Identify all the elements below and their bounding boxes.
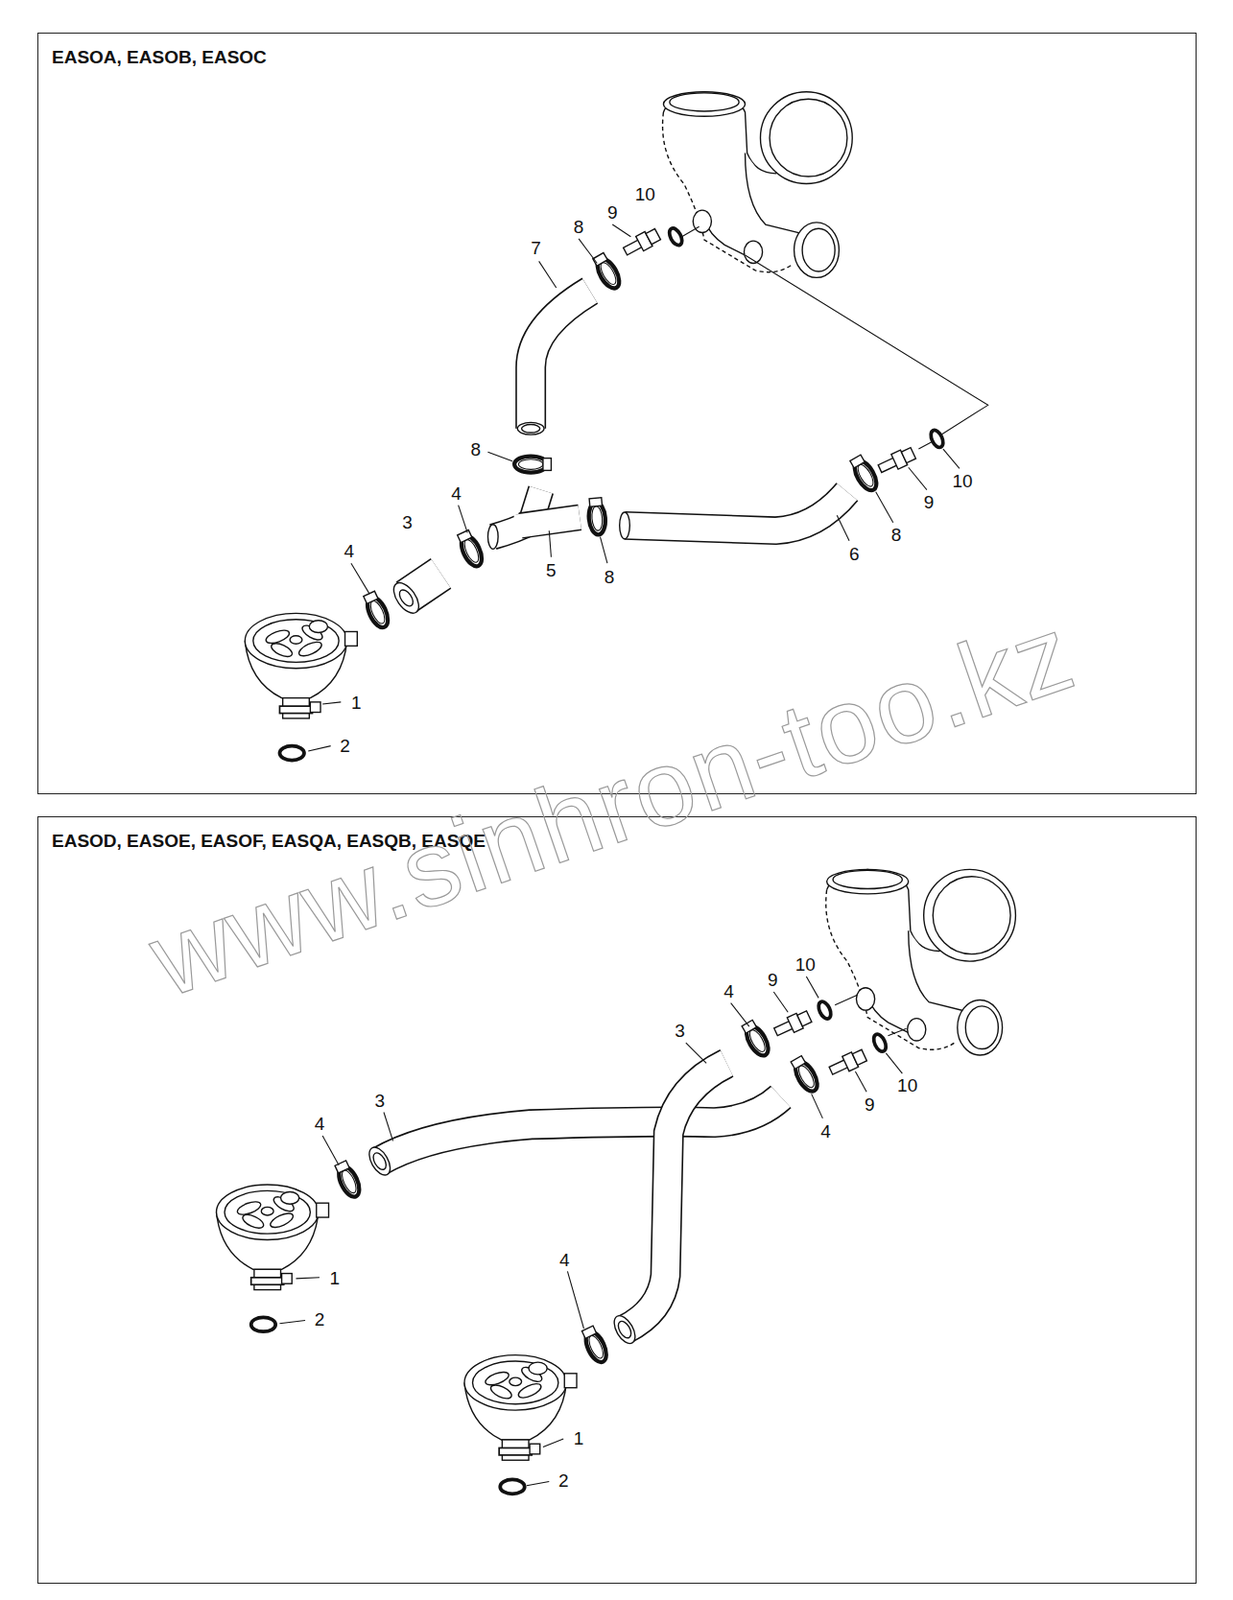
callout-number: 6 [847, 543, 862, 564]
callout-number: 10 [895, 1074, 920, 1095]
callout-number: 2 [556, 1470, 571, 1492]
callout-number: 2 [312, 1309, 328, 1330]
callout-number: 4 [449, 482, 464, 503]
callout-number: 9 [765, 970, 781, 991]
callout-number: 3 [672, 1020, 688, 1042]
callout-number: 10 [633, 184, 658, 205]
panel-heading: EASOD, EASOE, EASOF, EASQA, EASQB, EASQE [51, 830, 486, 853]
panel-frame: EASOA, EASOB, EASOC [37, 32, 1197, 795]
callout-number: 10 [793, 954, 818, 975]
callout-number: 3 [400, 511, 415, 532]
callout-number: 1 [349, 691, 364, 712]
callout-number: 10 [950, 471, 975, 492]
callout-number: 9 [605, 202, 620, 223]
callout-number: 8 [602, 567, 617, 588]
callout-number: 7 [528, 237, 544, 259]
callout-number: 1 [328, 1267, 343, 1288]
callout-number: 4 [557, 1249, 572, 1270]
callout-number: 3 [372, 1090, 387, 1111]
panel-heading: EASOA, EASOB, EASOC [51, 47, 267, 69]
callout-number: 5 [544, 559, 559, 580]
callout-number: 9 [862, 1093, 878, 1115]
callout-number: 2 [337, 735, 353, 756]
callout-number: 9 [922, 492, 937, 513]
callout-number: 8 [571, 216, 587, 238]
watermark: www.sinhron-too.kz [135, 590, 1090, 1022]
callout-number: 4 [818, 1120, 833, 1141]
panel-frame: EASOD, EASOE, EASOF, EASQA, EASQB, EASQE [37, 816, 1197, 1585]
callout-number: 8 [889, 524, 904, 546]
callout-number: 4 [721, 980, 736, 1001]
callout-number: 8 [468, 439, 483, 460]
callout-number: 4 [342, 541, 357, 562]
callout-number: 1 [571, 1427, 587, 1448]
callout-number: 4 [312, 1114, 328, 1135]
